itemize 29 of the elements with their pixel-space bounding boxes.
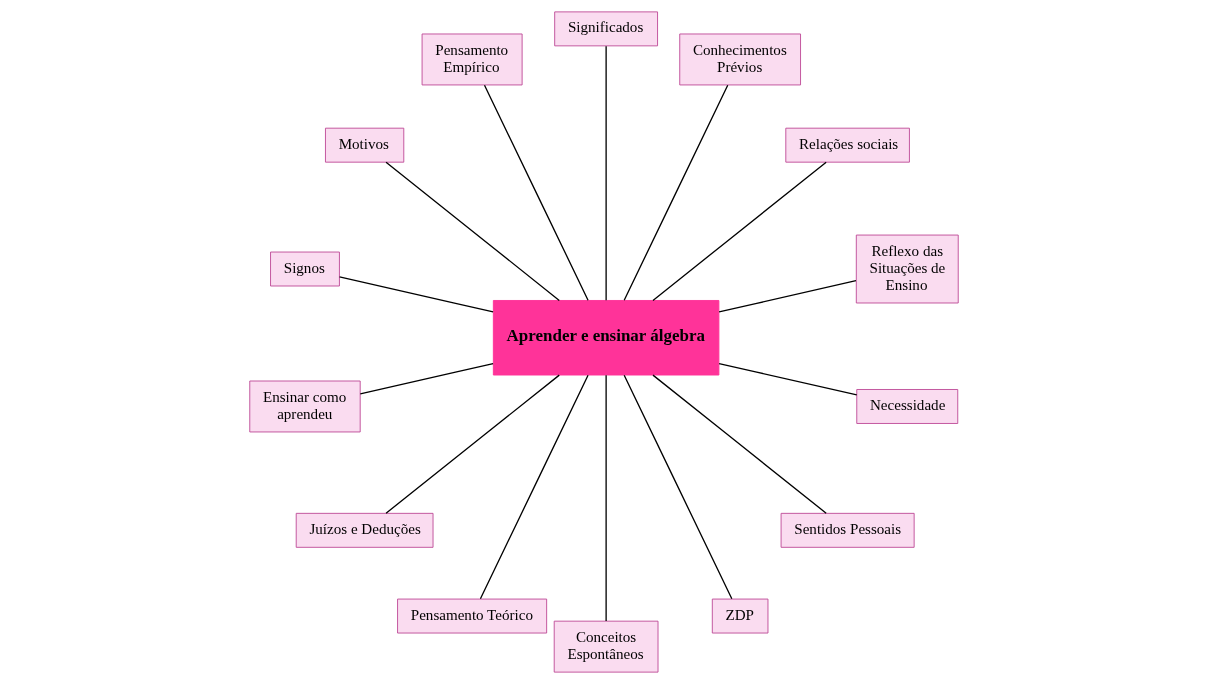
connector	[604, 45, 607, 301]
node-box: Reflexo das Situações de Ensino	[855, 234, 959, 304]
connector	[384, 161, 560, 302]
connector	[483, 84, 589, 301]
connector	[338, 276, 494, 313]
connector	[604, 374, 607, 622]
connector	[623, 84, 728, 301]
node-box: Significados	[553, 11, 658, 47]
node-box: Aprender e ensinar álgebra	[492, 300, 719, 376]
connector	[384, 374, 560, 514]
connector	[623, 374, 732, 600]
node-box: Conhecimentos Prévios	[678, 33, 801, 86]
connector	[651, 374, 827, 514]
node-box: Pensamento Teórico	[396, 598, 547, 634]
node-box: Conceitos Espontâneos	[553, 620, 658, 673]
node-box: Juízos e Deduções	[295, 512, 433, 548]
connector	[717, 280, 857, 313]
connector	[479, 374, 589, 600]
node-box: Motivos	[324, 127, 404, 163]
connector	[651, 161, 827, 302]
node-box: Relações sociais	[784, 127, 910, 163]
node-box: Sentidos Pessoais	[780, 512, 915, 548]
connector	[359, 362, 494, 395]
node-box: ZDP	[711, 598, 768, 634]
node-box: Necessidade	[855, 389, 958, 424]
connector	[717, 362, 857, 396]
node-box: Pensamento Empírico	[421, 33, 523, 86]
node-box: Signos	[269, 251, 340, 287]
node-box: Ensinar como aprendeu	[248, 380, 361, 433]
